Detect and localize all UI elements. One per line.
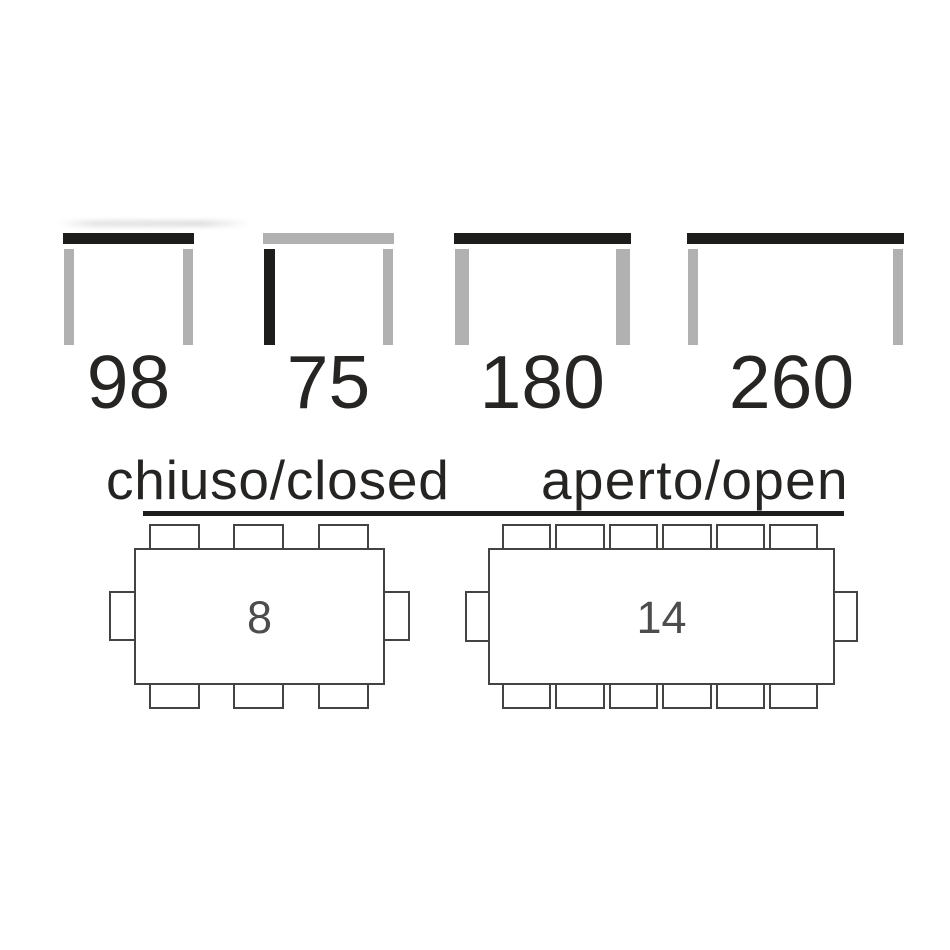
seat-count: 14 xyxy=(636,592,687,643)
section-title-open: aperto/open xyxy=(541,448,849,511)
section-title-closed: chiuso/closed xyxy=(106,448,450,511)
side-view-table-260: 260 xyxy=(687,0,904,430)
side-view-table-98: 98 xyxy=(59,0,250,430)
tabletop-bar xyxy=(263,233,394,244)
side-view-table-75: 75 xyxy=(263,0,394,430)
dimension-label: 75 xyxy=(286,339,371,424)
table-leg-left xyxy=(264,249,275,345)
table-leg-right xyxy=(382,249,393,345)
table-leg-left xyxy=(688,249,698,345)
table-surface: 8 xyxy=(134,548,385,685)
dimension-label: 260 xyxy=(728,339,855,424)
table-leg-left xyxy=(455,249,469,345)
tabletop-bar xyxy=(687,233,904,244)
tabletop-bar xyxy=(63,233,194,244)
table-leg-right xyxy=(893,249,903,345)
tabletop-shadow xyxy=(59,220,250,227)
table-leg-right xyxy=(183,249,193,345)
tabletop-bar xyxy=(454,233,631,244)
side-view-table-180: 180 xyxy=(454,0,631,430)
table-surface: 14 xyxy=(488,548,835,685)
dimension-label: 180 xyxy=(479,339,605,424)
table-leg-left xyxy=(64,249,74,345)
seat-count: 8 xyxy=(246,592,273,643)
table-leg-right xyxy=(616,249,630,345)
dimension-label: 98 xyxy=(86,339,171,424)
header-underline xyxy=(143,511,844,516)
